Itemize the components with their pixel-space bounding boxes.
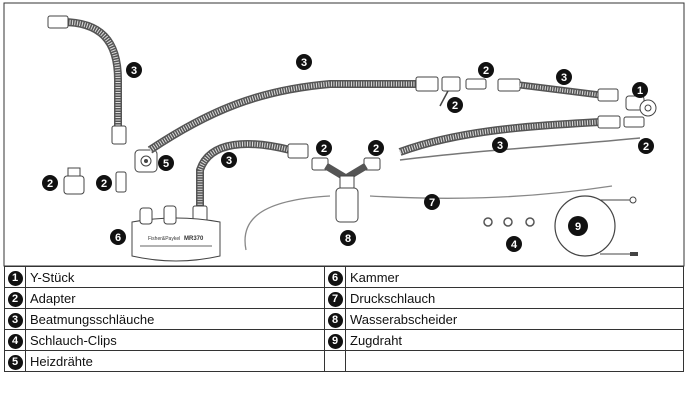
legend-label-water-trap: Wasserabscheider xyxy=(346,309,684,330)
legend-label-adapter: Adapter xyxy=(26,288,325,309)
legend-num-cell: 3 xyxy=(5,309,26,330)
legend-empty-label xyxy=(346,351,684,372)
callout-2-center-left: 2 xyxy=(316,140,332,156)
legend-label-breathing-tubes: Beatmungsschläuche xyxy=(26,309,325,330)
tube-clips xyxy=(484,218,534,226)
svg-text:7: 7 xyxy=(429,197,435,209)
svg-text:2: 2 xyxy=(373,143,379,155)
callout-6: 6 xyxy=(110,229,126,245)
legend-row: 4 Schlauch-Clips 9 Zugdraht xyxy=(5,330,684,351)
legend-label-chamber: Kammer xyxy=(346,267,684,288)
legend-row: 2 Adapter 7 Druckschlauch xyxy=(5,288,684,309)
legend-badge-1: 1 xyxy=(8,271,23,286)
svg-text:1: 1 xyxy=(637,85,643,97)
callout-3-top-middle: 3 xyxy=(296,54,312,70)
legend-num-cell: 8 xyxy=(325,309,346,330)
svg-text:2: 2 xyxy=(483,65,489,77)
svg-text:3: 3 xyxy=(561,72,567,84)
components-figure: Fisher&Paykel MR370 1 2 2 2 2 2 2 2 3 3 … xyxy=(0,0,690,268)
legend-num-cell: 7 xyxy=(325,288,346,309)
callout-4: 4 xyxy=(506,236,522,252)
legend-badge-5: 5 xyxy=(8,355,23,370)
heater-wire-port xyxy=(135,150,157,172)
legend-badge-7: 7 xyxy=(328,292,343,307)
svg-text:2: 2 xyxy=(452,100,458,112)
callout-2-center-right: 2 xyxy=(368,140,384,156)
legend-label-heater-wires: Heizdrähte xyxy=(26,351,325,372)
legend-badge-4: 4 xyxy=(8,334,23,349)
callout-3-right-lower: 3 xyxy=(492,137,508,153)
svg-text:3: 3 xyxy=(497,140,503,152)
svg-text:2: 2 xyxy=(47,178,53,190)
svg-text:4: 4 xyxy=(511,239,518,251)
legend-row: 1 Y-Stück 6 Kammer xyxy=(5,267,684,288)
chamber-model-text: MR370 xyxy=(184,236,204,242)
components-illustration: Fisher&Paykel MR370 1 2 2 2 2 2 2 2 3 3 … xyxy=(0,0,690,268)
callout-9: 9 xyxy=(568,216,588,236)
legend-label-y-piece: Y-Stück xyxy=(26,267,325,288)
legend-label-pull-wire: Zugdraht xyxy=(346,330,684,351)
callout-2-upper-right: 2 xyxy=(478,62,494,78)
legend-table: 1 Y-Stück 6 Kammer 2 Adapter 7 Druckschl… xyxy=(4,266,684,372)
callout-3-top-left: 3 xyxy=(126,62,142,78)
svg-text:2: 2 xyxy=(643,141,649,153)
legend-label-tube-clips: Schlauch-Clips xyxy=(26,330,325,351)
legend-num-cell: 6 xyxy=(325,267,346,288)
callout-3-top-right: 3 xyxy=(556,69,572,85)
callout-7: 7 xyxy=(424,194,440,210)
callout-2-left-a: 2 xyxy=(42,175,58,191)
legend-num-cell: 2 xyxy=(5,288,26,309)
legend-badge-9: 9 xyxy=(328,334,343,349)
callout-3-left-lower: 3 xyxy=(221,152,237,168)
legend-row: 5 Heizdrähte xyxy=(5,351,684,372)
callout-2-upper-middle: 2 xyxy=(447,97,463,113)
legend-badge-6: 6 xyxy=(328,271,343,286)
callout-2-left-b: 2 xyxy=(96,175,112,191)
svg-text:9: 9 xyxy=(575,221,581,233)
svg-text:2: 2 xyxy=(101,178,107,190)
svg-text:5: 5 xyxy=(163,158,169,170)
legend-label-pressure-line: Druckschlauch xyxy=(346,288,684,309)
callout-1: 1 xyxy=(632,82,648,98)
legend-badge-2: 2 xyxy=(8,292,23,307)
chamber-brand-text: Fisher&Paykel xyxy=(148,236,180,242)
svg-text:3: 3 xyxy=(301,57,307,69)
svg-text:3: 3 xyxy=(226,155,232,167)
legend-empty-cell xyxy=(325,351,346,372)
legend-num-cell: 1 xyxy=(5,267,26,288)
legend-num-cell: 9 xyxy=(325,330,346,351)
legend-row: 3 Beatmungsschläuche 8 Wasserabscheider xyxy=(5,309,684,330)
callout-2-right: 2 xyxy=(638,138,654,154)
callout-8: 8 xyxy=(340,230,356,246)
svg-text:3: 3 xyxy=(131,65,137,77)
legend-badge-3: 3 xyxy=(8,313,23,328)
svg-text:2: 2 xyxy=(321,143,327,155)
svg-text:8: 8 xyxy=(345,233,351,245)
callout-5: 5 xyxy=(158,155,174,171)
legend-num-cell: 4 xyxy=(5,330,26,351)
svg-text:6: 6 xyxy=(115,232,121,244)
legend-num-cell: 5 xyxy=(5,351,26,372)
legend-badge-8: 8 xyxy=(328,313,343,328)
